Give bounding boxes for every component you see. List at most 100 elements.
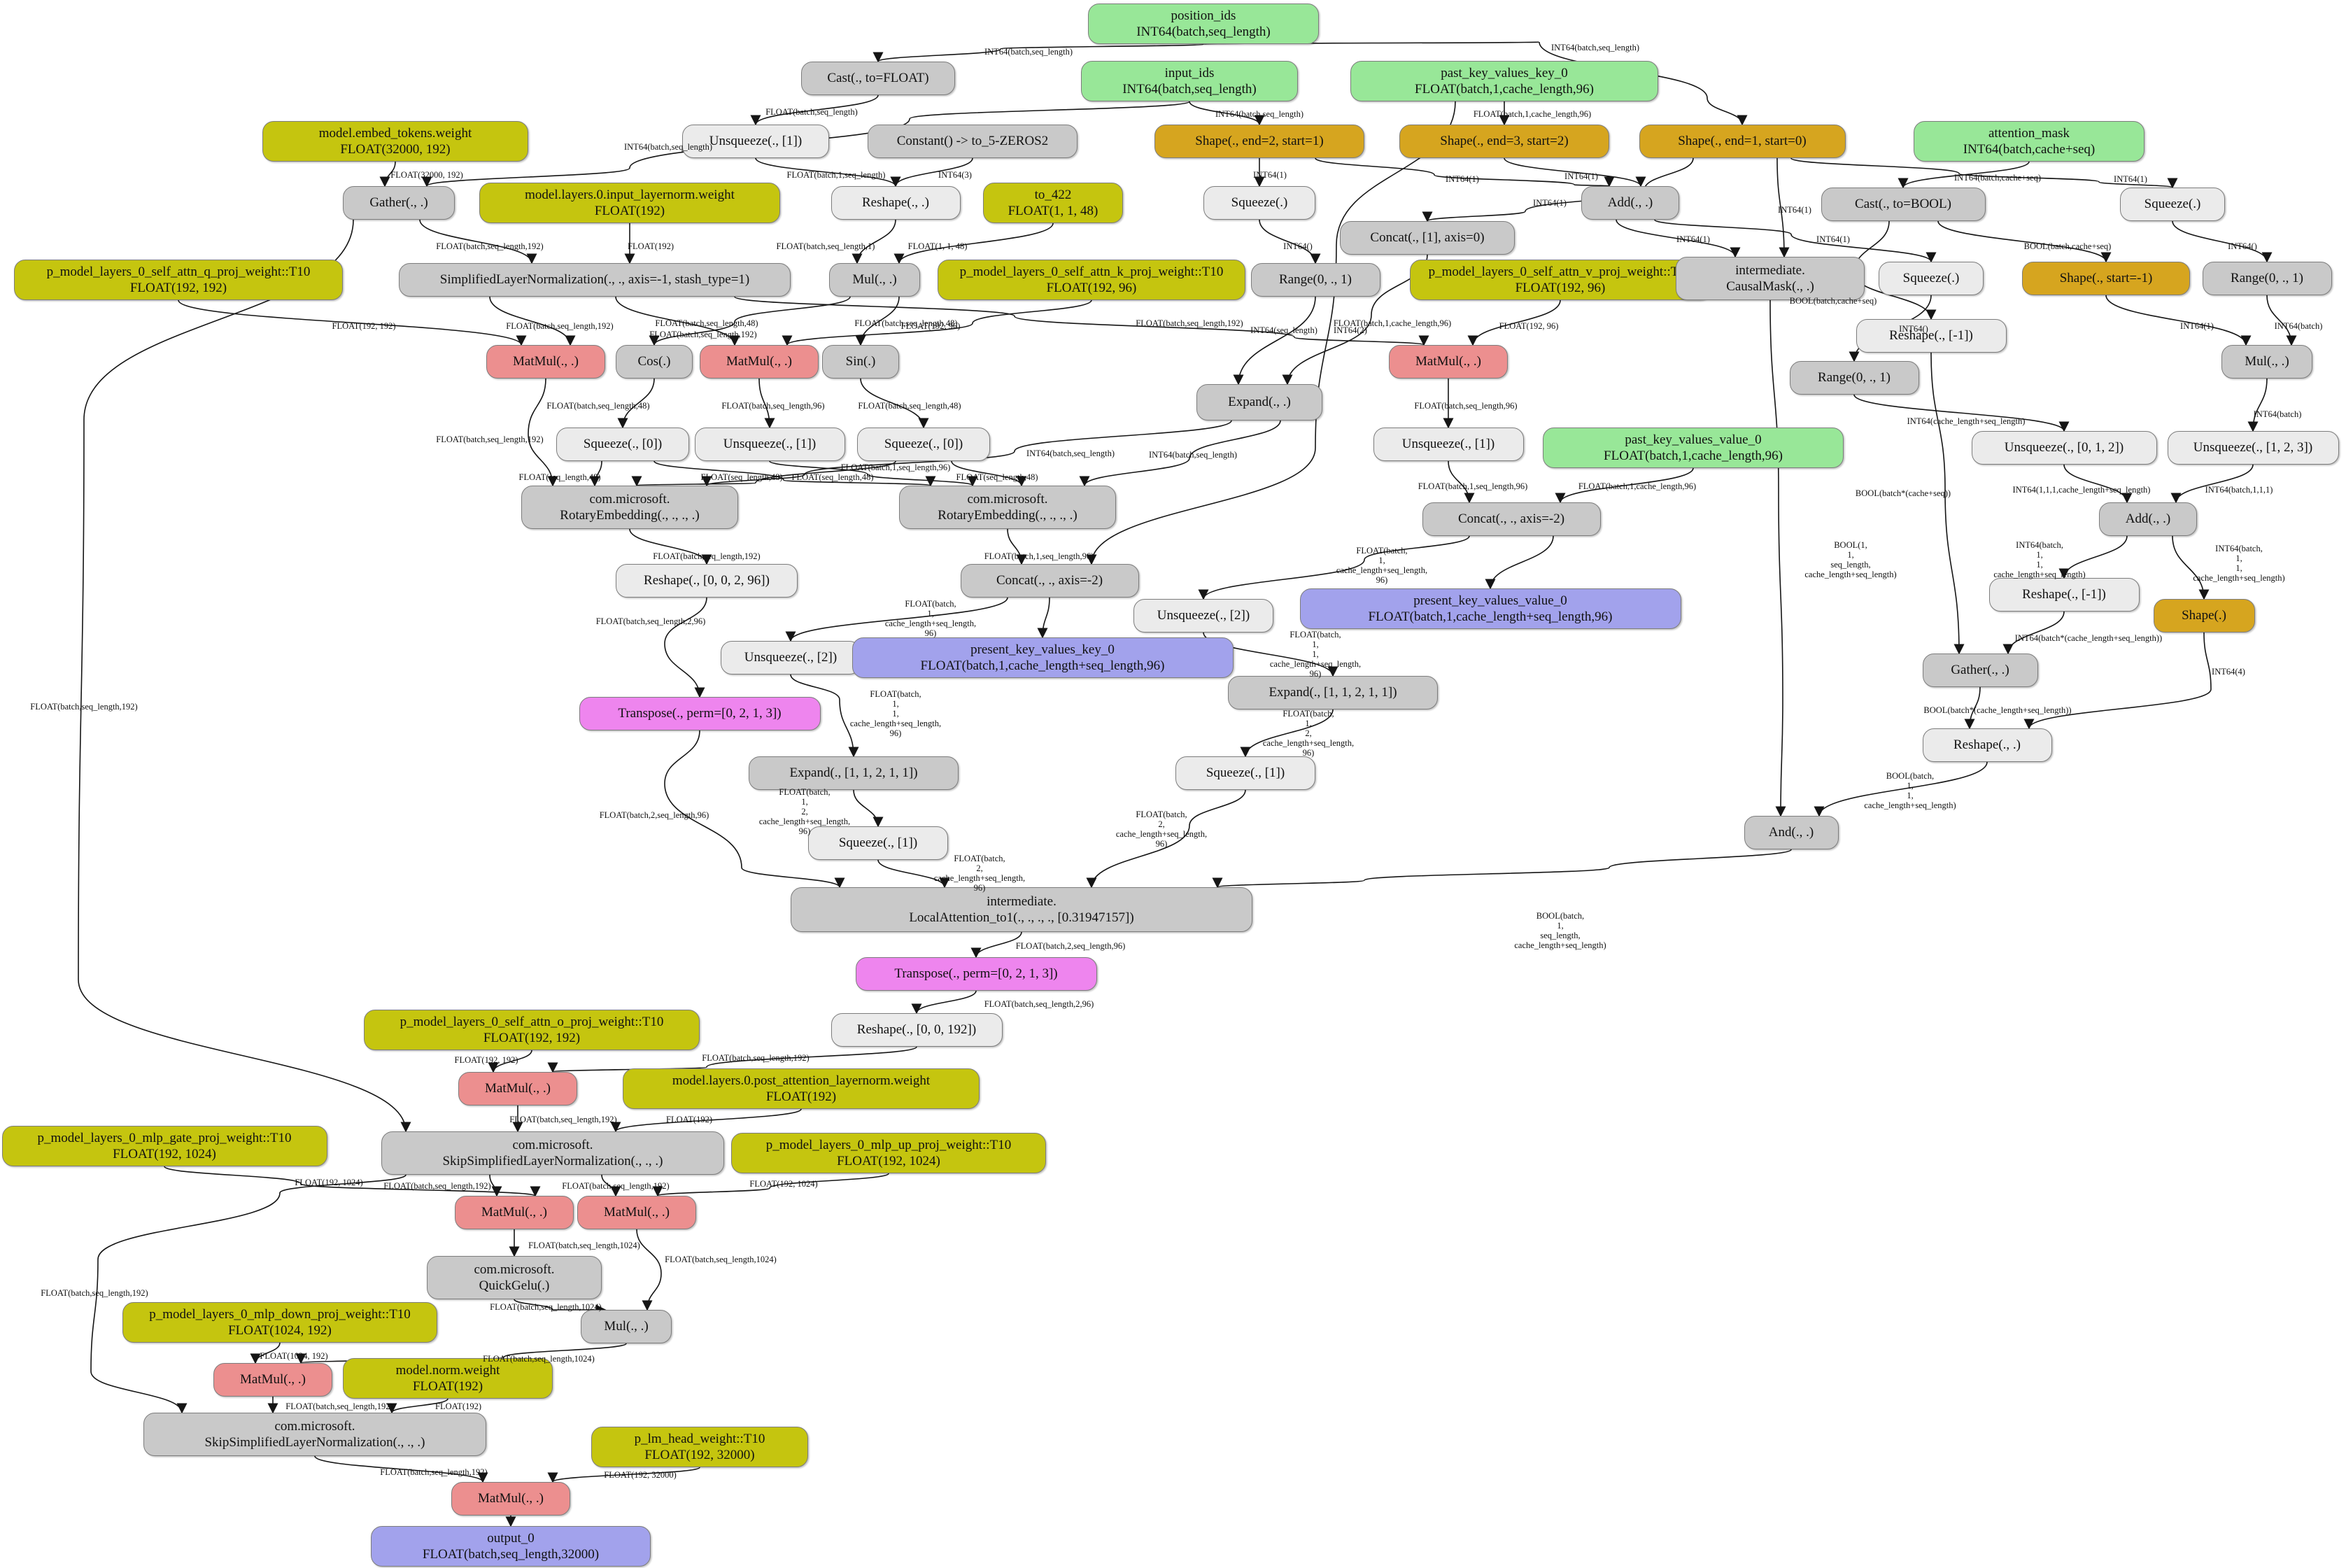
node-cast_bool[interactable]: Cast(., to=BOOL): [1821, 188, 1986, 221]
edge-rotary_q-to-reshape_0096: [629, 528, 712, 565]
node-unsq_012[interactable]: Unsqueeze(., [0, 1, 2]): [1971, 431, 2157, 465]
node-rotary_k[interactable]: com.microsoft. RotaryEmbedding(., ., ., …: [899, 486, 1116, 529]
node-skip2[interactable]: com.microsoft. SkipSimplifiedLayerNormal…: [143, 1413, 486, 1456]
edge-gather-to-sln: [419, 219, 537, 264]
node-reshape_0096[interactable]: Reshape(., [0, 0, 2, 96]): [616, 564, 798, 598]
node-concat_k[interactable]: Concat(., ., axis=-2): [960, 564, 1139, 598]
edge-and_op-to-local_attn: [1212, 849, 1792, 889]
edge-matmul_up-to-mul_mlp: [636, 1229, 662, 1311]
node-gather_r[interactable]: Gather(., .): [1922, 654, 2038, 687]
node-post_ln_w[interactable]: model.layers.0.post_attention_layernorm.…: [623, 1068, 980, 1109]
node-expand_k[interactable]: Expand(., [1, 1, 2, 1, 1]): [749, 756, 959, 790]
node-reshape_final[interactable]: Reshape(., .): [1922, 728, 2052, 762]
node-unsq1_v[interactable]: Unsqueeze(., [1]): [1373, 428, 1524, 461]
node-gate_w[interactable]: p_model_layers_0_mlp_gate_proj_weight::T…: [1, 1126, 327, 1166]
node-sin[interactable]: Sin(.): [822, 345, 899, 379]
node-shape_dot[interactable]: Shape(.): [2153, 599, 2255, 633]
node-add_right[interactable]: Add(., .): [2099, 502, 2197, 536]
edge-squeeze1_k-to-local_attn: [877, 859, 950, 889]
edge-sln-to-matmul_k: [615, 296, 740, 346]
node-sln[interactable]: SimplifiedLayerNormalization(., ., axis=…: [399, 263, 791, 297]
node-q_w[interactable]: p_model_layers_0_self_attn_q_proj_weight…: [14, 260, 343, 300]
node-cos[interactable]: Cos(.): [616, 345, 693, 379]
node-transpose_o[interactable]: Transpose(., perm=[0, 2, 1, 3]): [855, 957, 1097, 991]
node-squeeze_tr[interactable]: Squeeze(.): [2120, 188, 2225, 221]
node-mul_top[interactable]: Mul(., .): [829, 263, 920, 297]
node-matmul_o[interactable]: MatMul(., .): [458, 1072, 577, 1106]
node-squeeze0_cos[interactable]: Squeeze(., [0]): [556, 428, 689, 461]
edge-const_zeros-to-reshape_top: [890, 157, 973, 188]
node-input_ids[interactable]: input_ids INT64(batch,seq_length): [1081, 61, 1298, 101]
node-concat_v[interactable]: Concat(., ., axis=-2): [1422, 502, 1601, 536]
node-o_w[interactable]: p_model_layers_0_self_attn_o_proj_weight…: [364, 1010, 700, 1050]
edge-shape_m1-to-mul_right: [2105, 295, 2252, 346]
node-gather[interactable]: Gather(., .): [343, 186, 455, 220]
node-up_w[interactable]: p_model_layers_0_mlp_up_proj_weight::T10…: [731, 1133, 1046, 1173]
node-squeeze_c[interactable]: Squeeze(.): [1203, 186, 1315, 220]
node-present_kv_key[interactable]: present_key_values_key_0 FLOAT(batch,1,c…: [852, 637, 1234, 678]
node-const_zeros[interactable]: Constant() -> to_5-ZEROS2: [868, 125, 1077, 158]
node-unsq2_k[interactable]: Unsqueeze(., [2]): [721, 641, 861, 674]
node-expand_v[interactable]: Expand(., [1, 1, 2, 1, 1]): [1228, 676, 1438, 709]
node-mul_right[interactable]: Mul(., .): [2221, 345, 2312, 379]
node-position_ids[interactable]: position_ids INT64(batch,seq_length): [1088, 3, 1319, 44]
node-reshape_m1r[interactable]: Reshape(., [-1]): [1856, 319, 2007, 353]
edge-matmul_k-to-unsq1_k: [758, 378, 775, 429]
node-mul_mlp[interactable]: Mul(., .): [581, 1310, 672, 1343]
node-shape_e2s1[interactable]: Shape(., end=2, start=1): [1154, 125, 1364, 158]
node-norm_w[interactable]: model.norm.weight FLOAT(192): [343, 1358, 553, 1399]
node-quickgelu[interactable]: com.microsoft. QuickGelu(.): [427, 1256, 602, 1299]
node-embed_w[interactable]: model.embed_tokens.weight FLOAT(32000, 1…: [262, 121, 528, 162]
node-matmul_gate[interactable]: MatMul(., .): [455, 1196, 574, 1229]
node-matmul_up[interactable]: MatMul(., .): [577, 1196, 696, 1229]
node-range_1[interactable]: Range(0, ., 1): [1250, 263, 1380, 297]
edge-concat_k-to-present_kv_key: [1037, 597, 1050, 639]
node-input_ln_w[interactable]: model.layers.0.input_layernorm.weight FL…: [479, 183, 780, 223]
node-matmul_k[interactable]: MatMul(., .): [700, 345, 819, 379]
node-squeeze_mid[interactable]: Squeeze(.): [1879, 262, 1984, 295]
node-matmul_q[interactable]: MatMul(., .): [486, 345, 605, 379]
node-matmul_v[interactable]: MatMul(., .): [1389, 345, 1508, 379]
edge-mul_top-to-sin: [855, 296, 900, 346]
node-reshape_top[interactable]: Reshape(., .): [831, 186, 961, 220]
node-squeeze0_sin[interactable]: Squeeze(., [0]): [857, 428, 990, 461]
node-to_422[interactable]: to_422 FLOAT(1, 1, 48): [983, 183, 1123, 223]
node-attention_mask[interactable]: attention_mask INT64(batch,cache+seq): [1914, 121, 2144, 162]
node-and_op[interactable]: And(., .): [1744, 816, 1839, 849]
node-reshape_00192[interactable]: Reshape(., [0, 0, 192]): [831, 1013, 1003, 1047]
node-lm_w[interactable]: p_lm_head_weight::T10 FLOAT(192, 32000): [591, 1427, 808, 1467]
node-down_w[interactable]: p_model_layers_0_mlp_down_proj_weight::T…: [122, 1302, 437, 1343]
node-squeeze1_v[interactable]: Squeeze(., [1]): [1175, 756, 1315, 790]
node-range_2[interactable]: Range(0, ., 1): [1789, 361, 1919, 395]
edge-add_right-to-shape_dot: [2172, 535, 2210, 600]
node-present_kv_value[interactable]: present_key_values_value_0 FLOAT(batch,1…: [1299, 588, 1681, 629]
node-local_attn[interactable]: intermediate. LocalAttention_to1(., ., .…: [791, 887, 1252, 932]
node-past_kv_value[interactable]: past_key_values_value_0 FLOAT(batch,1,ca…: [1543, 428, 1844, 468]
node-cast_float[interactable]: Cast(., to=FLOAT): [801, 62, 955, 95]
node-concat_10[interactable]: Concat(., [1], axis=0): [1340, 221, 1515, 255]
node-past_kv_key[interactable]: past_key_values_key_0 FLOAT(batch,1,cach…: [1350, 61, 1658, 101]
edge-shape_e3s2-to-add_len: [1504, 157, 1646, 188]
node-add_len[interactable]: Add(., .): [1581, 186, 1679, 220]
node-transpose_q[interactable]: Transpose(., perm=[0, 2, 1, 3]): [579, 697, 821, 730]
node-unsq_123[interactable]: Unsqueeze(., [1, 2, 3]): [2167, 431, 2339, 465]
node-k_w[interactable]: p_model_layers_0_self_attn_k_proj_weight…: [938, 260, 1245, 300]
node-matmul_down[interactable]: MatMul(., .): [213, 1363, 332, 1397]
node-unsq_top[interactable]: Unsqueeze(., [1]): [682, 125, 829, 158]
node-unsq2_v[interactable]: Unsqueeze(., [2]): [1133, 599, 1273, 633]
node-v_w[interactable]: p_model_layers_0_self_attn_v_proj_weight…: [1410, 260, 1711, 300]
node-shape_m1[interactable]: Shape(., start=-1): [2022, 262, 2190, 295]
node-shape_e1s0[interactable]: Shape(., end=1, start=0): [1639, 125, 1846, 158]
node-expand_pos[interactable]: Expand(., .): [1196, 384, 1322, 421]
node-reshape_flat2[interactable]: Reshape(., [-1]): [1988, 578, 2140, 612]
node-matmul_lm[interactable]: MatMul(., .): [451, 1482, 570, 1516]
node-range_3[interactable]: Range(0, ., 1): [2202, 262, 2332, 295]
node-output_0[interactable]: output_0 FLOAT(batch,seq_length,32000): [371, 1526, 651, 1567]
node-squeeze1_k[interactable]: Squeeze(., [1]): [808, 826, 948, 860]
node-shape_e3s2[interactable]: Shape(., end=3, start=2): [1399, 125, 1609, 158]
node-unsq1_k[interactable]: Unsqueeze(., [1]): [694, 428, 845, 461]
edge-mul_right-to-unsq_123: [2247, 378, 2268, 432]
node-rotary_q[interactable]: com.microsoft. RotaryEmbedding(., ., ., …: [521, 486, 738, 529]
node-skip1[interactable]: com.microsoft. SkipSimplifiedLayerNormal…: [381, 1131, 724, 1175]
node-causal_mask[interactable]: intermediate. CausalMask(., .): [1676, 257, 1865, 300]
